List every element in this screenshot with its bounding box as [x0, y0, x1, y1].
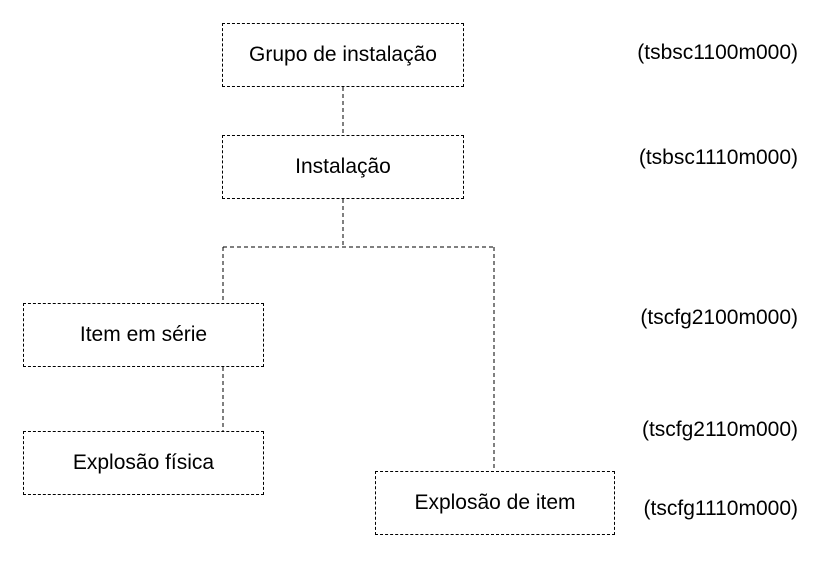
node-explosao-de-item: Explosão de item [375, 471, 615, 535]
node-item-em-serie: Item em série [23, 303, 264, 367]
node-grupo-de-instalacao: Grupo de instalação [222, 23, 464, 87]
node-label: Explosão física [72, 451, 215, 474]
code-item-em-serie: (tscfg2100m000) [640, 306, 798, 329]
code-instalacao: (tsbsc1110m000) [638, 146, 798, 169]
code-explosao-fisica: (tscfg2110m000) [641, 418, 798, 441]
node-label: Explosão de item [414, 491, 576, 514]
node-label: Item em série [79, 323, 208, 346]
node-explosao-fisica: Explosão física [23, 431, 264, 495]
code-grupo-de-instalacao: (tsbsc1100m000) [637, 41, 798, 64]
node-label: Grupo de instalação [249, 43, 437, 66]
node-label: Instalação [295, 155, 391, 178]
code-explosao-de-item: (tscfg1110m000) [643, 497, 798, 520]
node-instalacao: Instalação [222, 135, 464, 199]
